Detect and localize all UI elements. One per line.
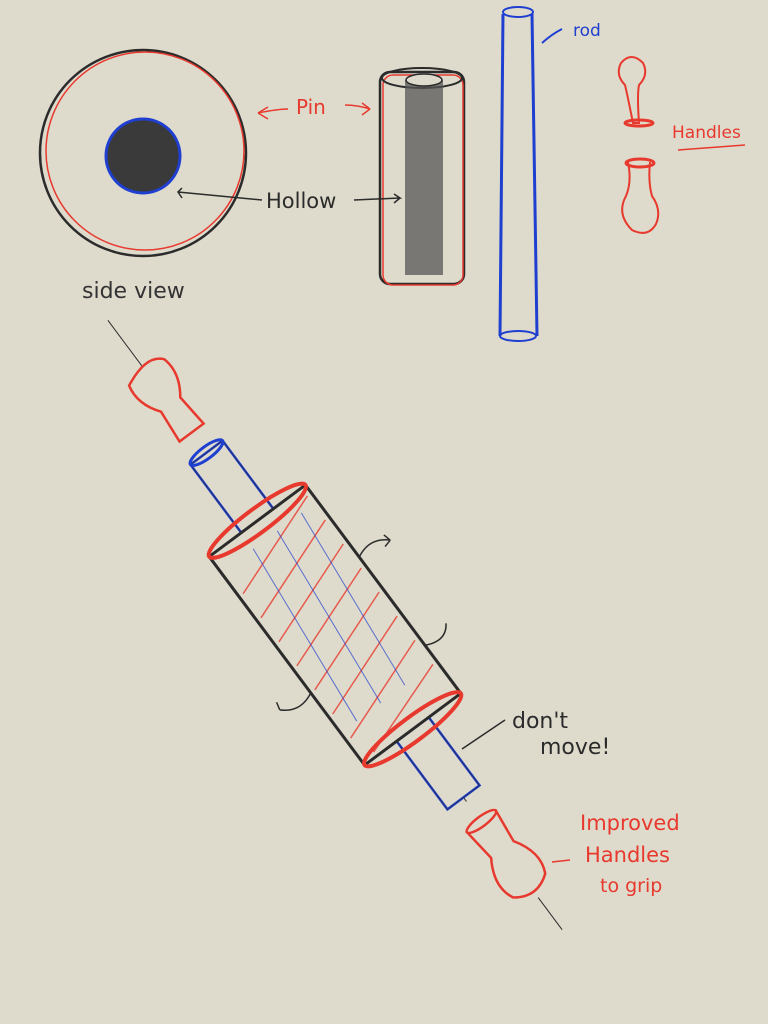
rod-diagram <box>498 6 539 342</box>
rod-label: rod <box>573 21 601 41</box>
dont-move-label-2: move! <box>540 735 610 760</box>
hollow-arrow-right <box>353 193 403 204</box>
pin-arrow-right <box>344 102 371 116</box>
assembled-rolling-pin <box>107 320 563 930</box>
side-view-label: side view <box>82 279 185 304</box>
dont-move-arrow <box>461 719 506 750</box>
handles-label: Handles <box>672 123 741 143</box>
top-handle <box>127 357 206 444</box>
side-view-diagram <box>38 48 248 258</box>
pin-label: Pin <box>296 95 326 119</box>
handles-diagram <box>617 56 660 234</box>
dont-move-label: don't <box>512 709 568 734</box>
to-grip-label: to grip <box>600 875 662 897</box>
rod-arrow <box>541 28 563 44</box>
improved-label: Improved <box>580 811 680 835</box>
pin-tube-diagram <box>378 67 466 286</box>
pin-arrow-left <box>257 106 289 120</box>
hollow-arrow-left <box>177 187 263 201</box>
improved-handles-dash <box>551 859 571 863</box>
improved-handles-label: Handles <box>585 843 670 867</box>
hollow-label: Hollow <box>266 189 336 213</box>
handles-underline <box>677 144 746 151</box>
roller <box>206 481 464 769</box>
bottom-handle <box>465 808 547 899</box>
